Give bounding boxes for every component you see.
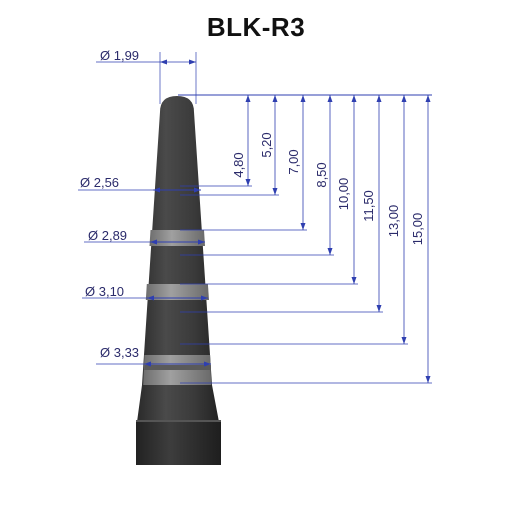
length-label-2: 5,20 [259,132,274,157]
length-arrow-top-3 [300,95,306,102]
plug-base-edge [136,420,221,422]
length-arrow-bottom-8 [425,376,431,383]
length-label-6: 11,50 [361,190,376,222]
diameter-label-3: Ø 2,89 [88,228,127,243]
diameter-arrow-right-2 [194,187,201,193]
insulator-ring-2 [145,284,209,300]
diagram-title: BLK-R3 [206,12,306,42]
diameter-arrow-left-2 [153,187,160,193]
diameter-arrow-right-5 [204,361,211,367]
diameter-label-2: Ø 2,56 [80,175,119,190]
length-arrow-top-4 [327,95,333,102]
length-label-1: 4,80 [231,152,246,177]
diameter-label-4: Ø 3,10 [85,284,124,299]
length-arrow-bottom-5 [351,277,357,284]
length-label-3: 7,00 [286,149,301,174]
length-arrow-top-2 [272,95,278,102]
plug-base [136,420,221,465]
length-arrow-top-6 [376,95,382,102]
diameter-label-1: Ø 1,99 [100,48,139,63]
length-label-7: 13,00 [386,205,401,238]
length-arrow-bottom-7 [401,337,407,344]
diameter-arrow-left-1 [160,59,167,65]
length-arrow-bottom-1 [245,179,251,186]
diameter-arrow-right-3 [198,239,205,245]
plug-body [136,96,221,465]
length-arrow-top-7 [401,95,407,102]
diameter-arrow-left-4 [147,295,154,301]
dimension-lines [78,52,432,384]
diameter-arrow-right-1 [189,59,196,65]
diameter-arrow-left-3 [150,239,157,245]
length-arrow-bottom-2 [272,188,278,195]
plug-tip [137,96,219,422]
insulator-ring-3-groove [144,365,211,370]
length-label-4: 8,50 [314,162,329,187]
length-arrow-top-1 [245,95,251,102]
length-arrow-bottom-4 [327,248,333,255]
diameter-arrow-left-5 [144,361,151,367]
length-arrow-top-8 [425,95,431,102]
insulator-ring-1 [149,230,205,246]
length-label-8: 15,00 [410,213,425,246]
diameter-label-5: Ø 3,33 [100,345,139,360]
length-label-5: 10,00 [336,178,351,211]
length-arrow-bottom-6 [376,305,382,312]
length-arrow-top-5 [351,95,357,102]
length-arrow-bottom-3 [300,223,306,230]
diameter-arrow-right-4 [201,295,208,301]
